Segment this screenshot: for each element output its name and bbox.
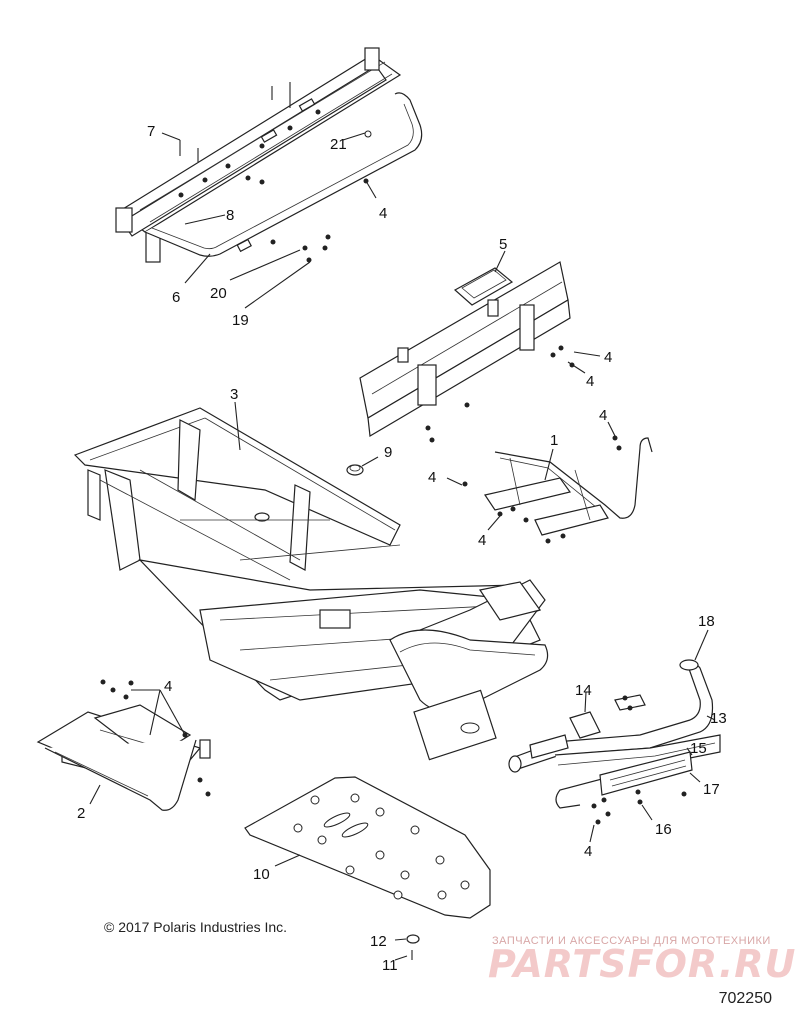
callout-4: 4	[604, 349, 612, 366]
leader-lines	[89, 132, 716, 961]
callout-6: 6	[172, 289, 180, 306]
callout-10: 10	[253, 866, 270, 883]
part-3-main-chassis-frame	[73, 407, 549, 761]
callout-4: 4	[379, 205, 387, 222]
callout-20: 20	[210, 285, 227, 302]
part-1-rear-subframe	[462, 435, 653, 544]
part-6-rear-upper-frame	[115, 47, 423, 263]
callout-7: 7	[147, 123, 155, 140]
callout-labels: 7 8 4 21 6 20 19 5 4 4 4 3 9 1 4 4 4 2 1…	[77, 123, 727, 974]
callout-3: 3	[230, 386, 238, 403]
callout-1: 1	[550, 432, 558, 449]
callout-4: 4	[599, 407, 607, 424]
part-2-left-footwell-frame	[36, 679, 211, 811]
part-5-rear-cross-frame	[359, 261, 575, 443]
part-11-12-fastener	[406, 934, 420, 960]
callout-16: 16	[655, 821, 672, 838]
callout-8: 8	[226, 207, 234, 224]
callout-17: 17	[703, 781, 720, 798]
callout-15: 15	[690, 740, 707, 757]
callout-4: 4	[584, 843, 592, 860]
callout-21: 21	[330, 136, 347, 153]
part-13-front-bumper	[508, 659, 721, 825]
part-10-skid-plate	[244, 776, 491, 919]
callout-4: 4	[164, 678, 172, 695]
callout-12: 12	[370, 933, 387, 950]
callout-19: 19	[232, 312, 249, 329]
callout-4: 4	[586, 373, 594, 390]
callout-4: 4	[428, 469, 436, 486]
callout-14: 14	[575, 682, 592, 699]
callout-4: 4	[478, 532, 486, 549]
drawing-number: 702250	[718, 990, 772, 1007]
callout-11: 11	[382, 957, 398, 974]
watermark-logo: PARTSFOR.RU	[488, 942, 797, 986]
callout-2: 2	[77, 805, 85, 822]
copyright-notice: © 2017 Polaris Industries Inc.	[104, 919, 288, 935]
callout-18: 18	[698, 613, 715, 630]
callout-5: 5	[499, 236, 507, 253]
watermark-tagline: ЗАПЧАСТИ И АКСЕССУАРЫ ДЛЯ МОТОТЕХНИКИ	[492, 935, 771, 947]
callout-13: 13	[710, 710, 727, 727]
part-9-grommet	[346, 464, 364, 476]
callout-9: 9	[384, 444, 392, 461]
